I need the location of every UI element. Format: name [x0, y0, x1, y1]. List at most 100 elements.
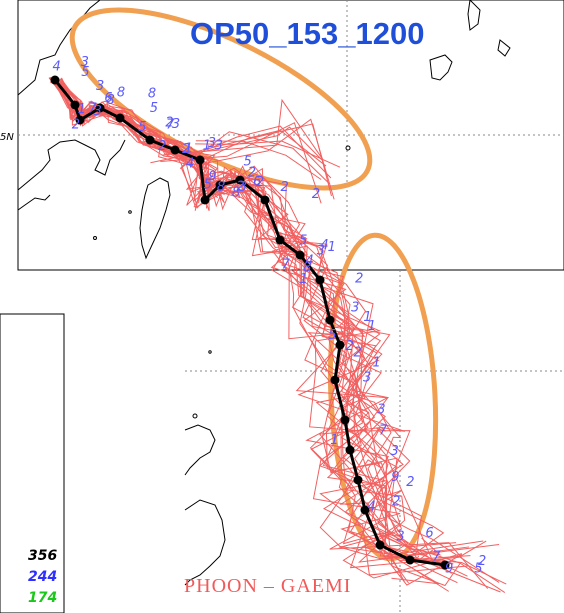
observed-track-point: [295, 250, 305, 260]
map-title: OP50_153_1200: [190, 16, 424, 51]
member-number-label: 2: [248, 166, 256, 181]
observed-track-point: [353, 475, 363, 485]
member-number-label: 2: [280, 180, 288, 195]
member-number-label: 2: [478, 554, 486, 569]
member-number-label: 1: [203, 139, 211, 154]
member-number-label: 8: [107, 93, 115, 108]
ensemble-track-line: [162, 98, 324, 160]
member-number-label: 2: [182, 142, 190, 157]
observed-track-point: [375, 540, 385, 550]
observed-track-point: [200, 195, 210, 205]
member-number-label: 5: [474, 561, 482, 576]
member-number-label: 2: [158, 139, 166, 154]
observed-track-point: [345, 445, 355, 455]
member-number-label: 1: [373, 355, 381, 370]
member-number-label: 9: [208, 169, 216, 184]
ensemble-track-line: [61, 81, 405, 582]
member-number-label: 3: [396, 530, 404, 545]
member-number-label: 4: [186, 156, 194, 171]
member-number-label: 8: [217, 180, 225, 195]
coastlines: [17, 0, 511, 586]
member-number-label: 7: [166, 117, 175, 132]
member-number-label: 6: [104, 91, 112, 106]
observed-track: [50, 75, 450, 570]
observed-track-point: [170, 145, 180, 155]
ensemble-track-line: [48, 77, 411, 584]
member-number-label: 2: [353, 346, 361, 361]
member-number-label: 2: [355, 272, 363, 287]
member-number-label: 4: [53, 60, 61, 75]
member-number-label: 5: [328, 328, 336, 343]
ensemble-track-line: [48, 77, 457, 548]
member-number-label: 3: [317, 244, 325, 259]
observed-track-point: [115, 113, 125, 123]
member-number-label: 5: [150, 101, 158, 116]
member-number-label: 1: [78, 102, 86, 117]
member-number-label: 1: [368, 319, 376, 334]
ensemble-track-line: [59, 82, 434, 561]
member-number-label: 3: [215, 138, 223, 153]
member-number-label: 2: [72, 118, 80, 133]
member-number-label: 7: [88, 101, 97, 116]
ensemble-track-line: [195, 140, 341, 168]
member-number-label: 7: [432, 550, 441, 565]
ensemble-track-line: [206, 125, 332, 179]
member-number-label: 3: [172, 117, 180, 132]
member-number-label: 3: [239, 180, 247, 195]
ensemble-track-line: [51, 76, 462, 579]
member-number-label: 1: [363, 310, 371, 325]
member-number-label: 6: [253, 174, 261, 189]
legend-count-2: 244: [28, 569, 57, 585]
observed-track-point: [325, 315, 335, 325]
member-number-label: 3: [363, 370, 371, 385]
observed-track-point: [215, 180, 225, 190]
member-number-label: 8: [303, 260, 311, 275]
observed-track-point: [70, 100, 80, 110]
member-number-label: 2: [406, 475, 414, 490]
ensemble-track-line: [150, 126, 323, 164]
observed-track-point: [260, 195, 270, 205]
observed-track-point: [440, 560, 450, 570]
member-number-label: 2: [346, 339, 354, 354]
member-number-label: 5: [299, 233, 307, 248]
member-number-label: 3: [391, 444, 399, 459]
member-number-label: 8: [117, 86, 125, 101]
member-number-label: 9: [391, 470, 399, 485]
member-number-label: 3: [208, 136, 216, 151]
ensemble-track-line: [50, 76, 440, 585]
observed-track-point: [275, 235, 285, 245]
member-number-label: 4: [368, 500, 376, 515]
member-number-label: 8: [232, 185, 240, 200]
observed-track-point: [330, 375, 340, 385]
observed-track-point: [75, 115, 85, 125]
ensemble-track-line: [179, 131, 331, 185]
ensemble-track-line: [49, 77, 420, 564]
member-number-label: 5: [81, 65, 89, 80]
inset-panel: [0, 313, 65, 613]
member-number-label: 9: [445, 561, 453, 576]
member-number-label: 3: [351, 300, 359, 315]
observed-track-point: [95, 103, 105, 113]
legend-counts: 356 244 174: [28, 548, 57, 606]
observed-track-point: [340, 415, 350, 425]
observed-track-point: [335, 340, 345, 350]
member-number-label: 2: [392, 495, 400, 510]
member-number-label: 8: [148, 87, 156, 102]
member-number-label: 7: [282, 258, 291, 273]
ensemble-track-line: [59, 82, 458, 584]
member-number-label: 5: [243, 155, 251, 170]
member-number-label: 2: [237, 180, 245, 195]
observed-track-point: [145, 135, 155, 145]
ensemble-track-line: [61, 77, 471, 561]
member-number-label: 2: [312, 187, 320, 202]
member-number-label: 1: [184, 141, 192, 156]
member-number-label: 1: [328, 240, 336, 255]
member-number-label: 4: [306, 253, 314, 268]
observed-track-point: [50, 75, 60, 85]
legend-count-1: 356: [28, 548, 57, 564]
latitude-label: 5N: [0, 132, 14, 143]
observed-track-point: [315, 275, 325, 285]
observed-track-point: [405, 555, 415, 565]
